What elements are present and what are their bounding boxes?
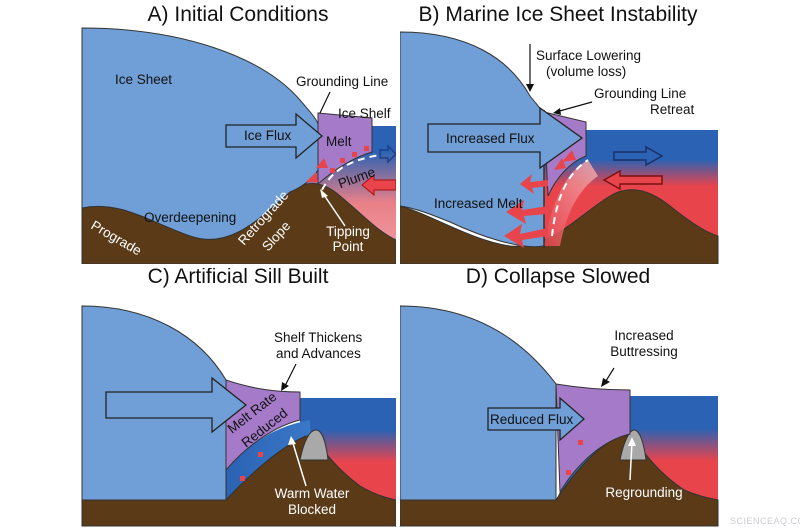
ice-flux-arrow	[105, 376, 248, 434]
label-tipping: Tipping	[326, 224, 370, 239]
label-and-advances: and Advances	[276, 346, 361, 361]
panel-d: D) Collapse Slowed Increased Buttressing…	[399, 265, 719, 527]
regrounding-pointer	[629, 441, 633, 481]
tipping-point-arrowhead	[320, 189, 328, 198]
tipping-point-pointer	[321, 191, 346, 227]
label-melt: Melt	[326, 134, 352, 149]
grounding-retreat-arrowhead	[553, 108, 561, 115]
label-reduced-flux: Reduced Flux	[490, 412, 574, 427]
melt-dots	[566, 440, 583, 475]
panel-d-title: D) Collapse Slowed	[466, 265, 650, 288]
warm-water-arrowhead	[288, 436, 296, 445]
panel-c: C) Artificial Sill Built Shelf Thickens …	[81, 265, 397, 527]
label-shelf-thickens: Shelf Thickens	[274, 330, 363, 345]
artificial-sill	[299, 429, 329, 461]
label-buttressing: Buttressing	[610, 344, 678, 359]
label-volume-loss: (volume loss)	[546, 64, 626, 79]
watermark: SCIENCEAQ.COM	[730, 516, 800, 526]
panel-b-title: B) Marine Ice Sheet Instability	[419, 3, 698, 26]
panel-c-title: C) Artificial Sill Built	[148, 265, 329, 288]
surface-lowering-arrowhead	[526, 84, 534, 92]
label-increased-melt: Increased Melt	[434, 196, 523, 211]
regrounding-arrowhead	[628, 437, 636, 446]
label-grounding-line-retreat-2: Retreat	[650, 102, 695, 117]
plume-zone	[544, 160, 598, 246]
label-grounding-line: Grounding Line	[296, 74, 388, 89]
grounding-line-pointer	[319, 91, 331, 114]
label-ice-flux: Ice Flux	[244, 128, 292, 143]
label-warm-water: Warm Water	[275, 486, 350, 501]
outflow-arrow	[379, 144, 398, 164]
label-blocked: Blocked	[288, 502, 336, 517]
increased-flux-arrow	[427, 106, 584, 170]
label-surface-lowering: Surface Lowering	[536, 48, 641, 63]
inflow-arrow	[602, 169, 663, 191]
ice-sheet	[399, 305, 557, 501]
inflow-arrow	[361, 173, 397, 197]
bedrock	[399, 189, 719, 265]
panel-a: A) Initial Conditions Ice Sheet Groundin…	[81, 3, 398, 266]
buttressing-arrowhead	[601, 378, 610, 387]
panel-a-title: A) Initial Conditions	[148, 3, 329, 26]
label-grounding-line-retreat-1: Grounding Line	[594, 86, 686, 101]
shelf-thickens-arrowhead	[281, 382, 289, 391]
shelf-thickens-pointer	[283, 363, 297, 389]
ice-shelf	[225, 379, 301, 472]
label-ice-sheet: Ice Sheet	[115, 72, 172, 87]
reduced-flux-arrow	[487, 396, 585, 442]
melt-dots	[240, 452, 263, 481]
label-point: Point	[333, 239, 364, 254]
ice-flux-arrow	[225, 112, 324, 160]
label-increased: Increased	[614, 328, 673, 343]
plume-dashed-line	[321, 154, 381, 191]
melt-arrows	[306, 158, 328, 182]
outflow-arrow	[613, 145, 664, 167]
label-overdeepening: Overdeepening	[144, 210, 236, 225]
melt-dots	[330, 146, 369, 173]
label-ice-shelf: Ice Shelf	[338, 106, 391, 121]
label-increased-flux: Increased Flux	[446, 131, 535, 146]
warm-water-pointer	[291, 439, 307, 487]
panel-dividers	[80, 28, 720, 526]
panel-b: B) Marine Ice Sheet Instability Surface …	[399, 3, 719, 265]
grounding-retreat-pointer	[555, 101, 593, 113]
label-regrounding: Regrounding	[605, 485, 682, 500]
ice-shelf	[317, 112, 373, 186]
melt-arrows	[504, 150, 576, 248]
